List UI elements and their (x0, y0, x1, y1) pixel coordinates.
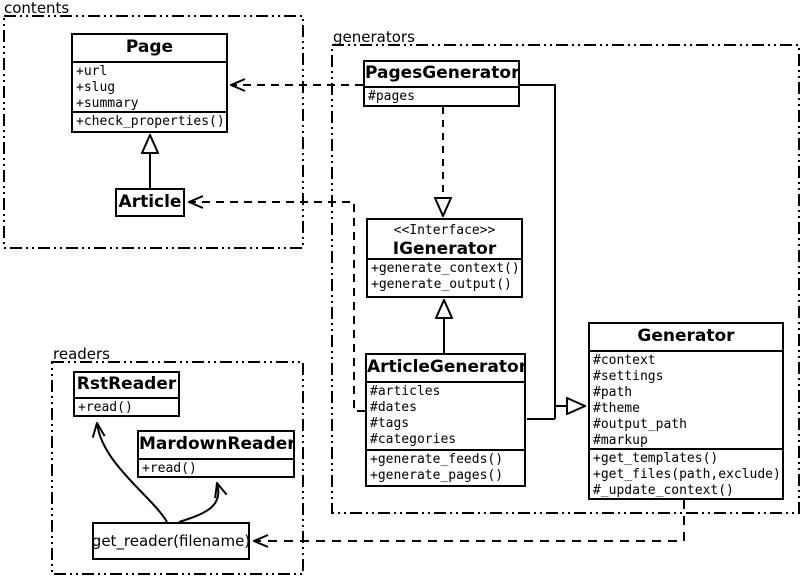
class-generator: Generator #context #settings #path #them… (588, 322, 784, 500)
uml-method: +get_files(path,exclude) (593, 467, 781, 482)
uml-attribute: #settings (593, 369, 664, 384)
uml-attribute: #pages (368, 89, 415, 104)
uml-attribute: #categories (370, 432, 457, 447)
class-igenerator-stereotype: <<Interface>> (393, 223, 496, 238)
class-igenerator-name: IGenerator (392, 239, 497, 258)
arrow-getreader-rstreader (97, 423, 168, 523)
uml-attribute: #theme (593, 401, 640, 416)
class-generator-attributes: #context #settings #path #theme #output_… (590, 350, 782, 448)
uml-method: +read() (142, 461, 197, 476)
function-get-reader: get_reader(filename) (92, 522, 250, 560)
class-mardownreader: MardownReader +read() (137, 430, 295, 478)
class-page-title: Page (125, 37, 174, 57)
class-igenerator-methods: +generate_context() +generate_output() (368, 258, 521, 294)
uml-method: +generate_feeds() (370, 452, 504, 467)
class-rstreader-methods: +read() (75, 397, 178, 415)
class-page: Page +url +slug +summary +check_properti… (71, 33, 228, 133)
package-label-contents: contents (4, 0, 70, 17)
generalization-pagesgenerator-generator-line (520, 84, 556, 419)
class-generator-methods: +get_templates() +get_files(path,exclude… (590, 448, 782, 498)
class-article-title: Article (118, 192, 182, 212)
class-articlegenerator: ArticleGenerator #articles #dates #tags … (365, 353, 526, 487)
class-articlegenerator-attributes: #articles #dates #tags #categories (367, 381, 524, 449)
uml-attribute: +url (76, 64, 108, 79)
class-mardownreader-title: MardownReader (139, 434, 293, 454)
uml-method: +check_properties() (76, 114, 225, 129)
uml-attribute: #tags (370, 416, 410, 431)
class-mardownreader-methods: +read() (139, 458, 293, 476)
package-label-readers: readers (53, 345, 110, 363)
arrow-getreader-mardownreader (178, 483, 218, 523)
class-rstreader-title: RstReader (76, 374, 177, 394)
class-page-attributes: +url +slug +summary (73, 61, 226, 111)
package-readers-border (51, 361, 304, 575)
uml-attribute: #path (593, 385, 633, 400)
uml-method: +generate_pages() (370, 468, 504, 483)
class-articlegenerator-title: ArticleGenerator (367, 357, 524, 377)
package-generators-border (331, 44, 800, 514)
uml-attribute: #markup (593, 433, 648, 448)
uml-attribute: #output_path (593, 417, 687, 432)
uml-method: +read() (78, 400, 133, 415)
uml-attribute: #dates (370, 400, 417, 415)
uml-attribute: #articles (370, 384, 441, 399)
class-page-methods: +check_properties() (73, 111, 226, 129)
uml-method: +generate_output() (371, 277, 512, 292)
dependency-articlegenerator-article (189, 202, 365, 412)
uml-attribute: #context (593, 353, 656, 368)
function-get-reader-label: get_reader(filename) (91, 532, 251, 550)
dependency-generator-getreader (254, 500, 685, 541)
class-pagesgenerator-attributes: #pages (365, 86, 518, 105)
class-igenerator: <<Interface>> IGenerator +generate_conte… (366, 218, 523, 298)
class-rstreader: RstReader +read() (73, 371, 180, 417)
package-label-generators: generators (333, 28, 415, 46)
uml-attribute: +summary (76, 96, 139, 111)
uml-method: #_update_context() (593, 483, 734, 498)
class-pagesgenerator-title: PagesGenerator (365, 63, 518, 83)
class-pagesgenerator: PagesGenerator #pages (363, 60, 520, 107)
class-generator-title: Generator (637, 326, 735, 346)
class-igenerator-title: <<Interface>> IGenerator (368, 220, 521, 258)
class-articlegenerator-methods: +generate_feeds() +generate_pages() (367, 449, 524, 483)
uml-method: +get_templates() (593, 451, 719, 466)
package-contents-border (3, 15, 304, 249)
uml-attribute: +slug (76, 80, 116, 95)
uml-method: +generate_context() (371, 261, 520, 276)
class-article: Article (115, 188, 185, 217)
